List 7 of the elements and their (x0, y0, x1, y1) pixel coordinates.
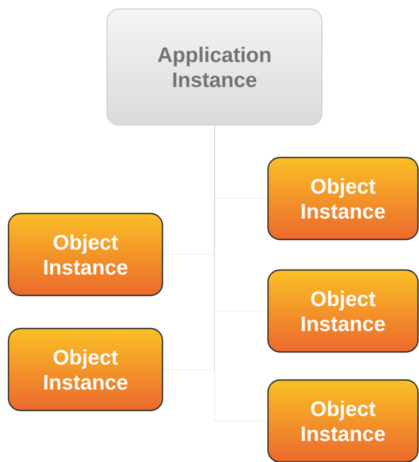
connector-line (214, 125, 268, 422)
process-box: Object Instance (267, 269, 419, 353)
process-box: Object Instance (267, 379, 419, 462)
root-box: Application Instance (106, 8, 322, 126)
process-box: Object Instance (8, 212, 164, 296)
process-box: Object Instance (8, 328, 164, 412)
process-box: Object Instance (267, 156, 419, 240)
